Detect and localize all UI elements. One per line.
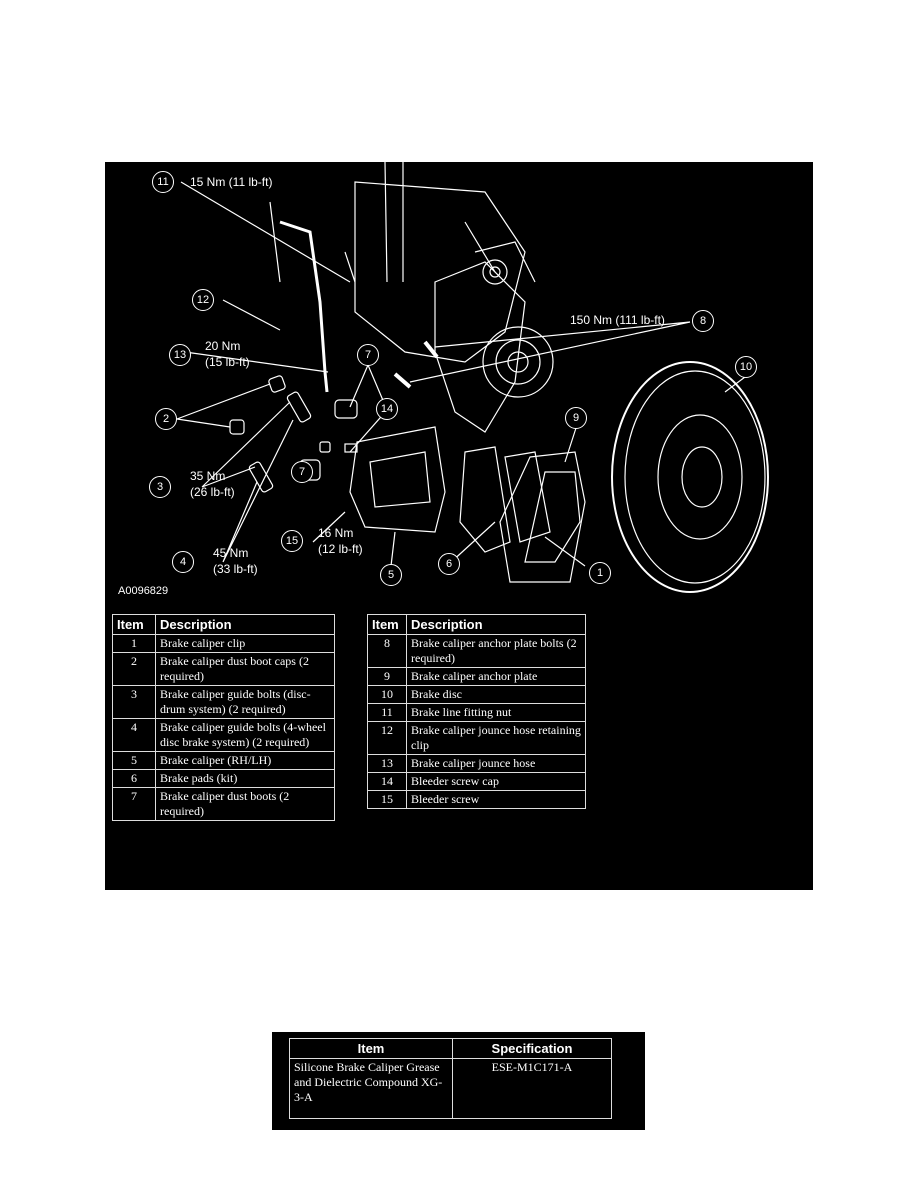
item-description: Brake caliper anchor plate	[406, 667, 586, 686]
callout-13: 13	[169, 344, 191, 366]
callout-2: 2	[155, 408, 177, 430]
callout-9: 9	[565, 407, 587, 429]
item-description: Brake caliper jounce hose retaining clip	[406, 721, 586, 755]
torque-label-11: 15 Nm (11 lb-ft)	[190, 175, 273, 189]
item-description: Brake caliper guide bolts (disc-drum sys…	[155, 685, 335, 719]
item-description: Brake caliper (RH/LH)	[155, 751, 335, 770]
item-description: Bleeder screw	[406, 790, 586, 809]
callout-10: 10	[735, 356, 757, 378]
item-number: 6	[112, 769, 156, 788]
torque-label-4: (33 lb-ft)	[213, 562, 258, 576]
item-number: 10	[367, 685, 407, 704]
callout-12: 12	[192, 289, 214, 311]
header-item: Item	[112, 614, 156, 635]
spec-item: Silicone Brake Caliper Grease and Dielec…	[289, 1058, 453, 1119]
torque-label-15: (12 lb-ft)	[318, 542, 363, 556]
item-number: 11	[367, 703, 407, 722]
torque-label-13: 20 Nm	[205, 339, 241, 353]
item-description: Brake caliper dust boot caps (2 required…	[155, 652, 335, 686]
callout-8: 8	[692, 310, 714, 332]
header-description: Description	[406, 614, 586, 635]
callout-7-b: 7	[291, 461, 313, 483]
torque-label-8: 150 Nm (111 lb-ft)	[570, 313, 665, 327]
item-description: Brake caliper guide bolts (4-wheel disc …	[155, 718, 335, 752]
item-description: Brake disc	[406, 685, 586, 704]
callout-6: 6	[438, 553, 460, 575]
item-description: Brake caliper jounce hose	[406, 754, 586, 773]
torque-label-4: 45 Nm	[213, 546, 249, 560]
callout-15: 15	[281, 530, 303, 552]
table-row: Silicone Brake Caliper Grease and Dielec…	[289, 1058, 612, 1119]
callout-7: 7	[357, 344, 379, 366]
callout-5: 5	[380, 564, 402, 586]
item-description: Brake line fitting nut	[406, 703, 586, 722]
specification-table: Item Specification Silicone Brake Calipe…	[289, 1038, 612, 1119]
torque-label-3: (26 lb-ft)	[190, 485, 235, 499]
callout-11: 11	[152, 171, 174, 193]
item-number: 9	[367, 667, 407, 686]
header-specification: Specification	[452, 1038, 612, 1059]
item-number: 4	[112, 718, 156, 752]
item-number: 12	[367, 721, 407, 755]
torque-label-15: 16 Nm	[318, 526, 354, 540]
item-number: 14	[367, 772, 407, 791]
callout-4: 4	[172, 551, 194, 573]
diagram-artwork	[176, 162, 769, 593]
item-number: 8	[367, 634, 407, 668]
item-number: 15	[367, 790, 407, 809]
item-number: 1	[112, 634, 156, 653]
torque-label-13: (15 lb-ft)	[205, 355, 250, 369]
callout-1: 1	[589, 562, 611, 584]
item-number: 7	[112, 787, 156, 821]
spec-header: Item Specification	[289, 1038, 612, 1059]
figure-id: A0096829	[118, 585, 169, 597]
item-description: Brake pads (kit)	[155, 769, 335, 788]
header-item: Item	[289, 1038, 453, 1059]
item-number: 5	[112, 751, 156, 770]
item-description: Bleeder screw cap	[406, 772, 586, 791]
specification-box: Item Specification Silicone Brake Calipe…	[272, 1032, 645, 1130]
callout-3: 3	[149, 476, 171, 498]
item-number: 13	[367, 754, 407, 773]
item-description: Brake caliper clip	[155, 634, 335, 653]
header-item: Item	[367, 614, 407, 635]
torque-label-3: 35 Nm	[190, 469, 226, 483]
spec-value: ESE-M1C171-A	[452, 1058, 612, 1119]
item-description: Brake caliper anchor plate bolts (2 requ…	[406, 634, 586, 668]
callout-14: 14	[376, 398, 398, 420]
item-number: 3	[112, 685, 156, 719]
item-description: Brake caliper dust boots (2 required)	[155, 787, 335, 821]
item-number: 2	[112, 652, 156, 686]
header-description: Description	[155, 614, 335, 635]
